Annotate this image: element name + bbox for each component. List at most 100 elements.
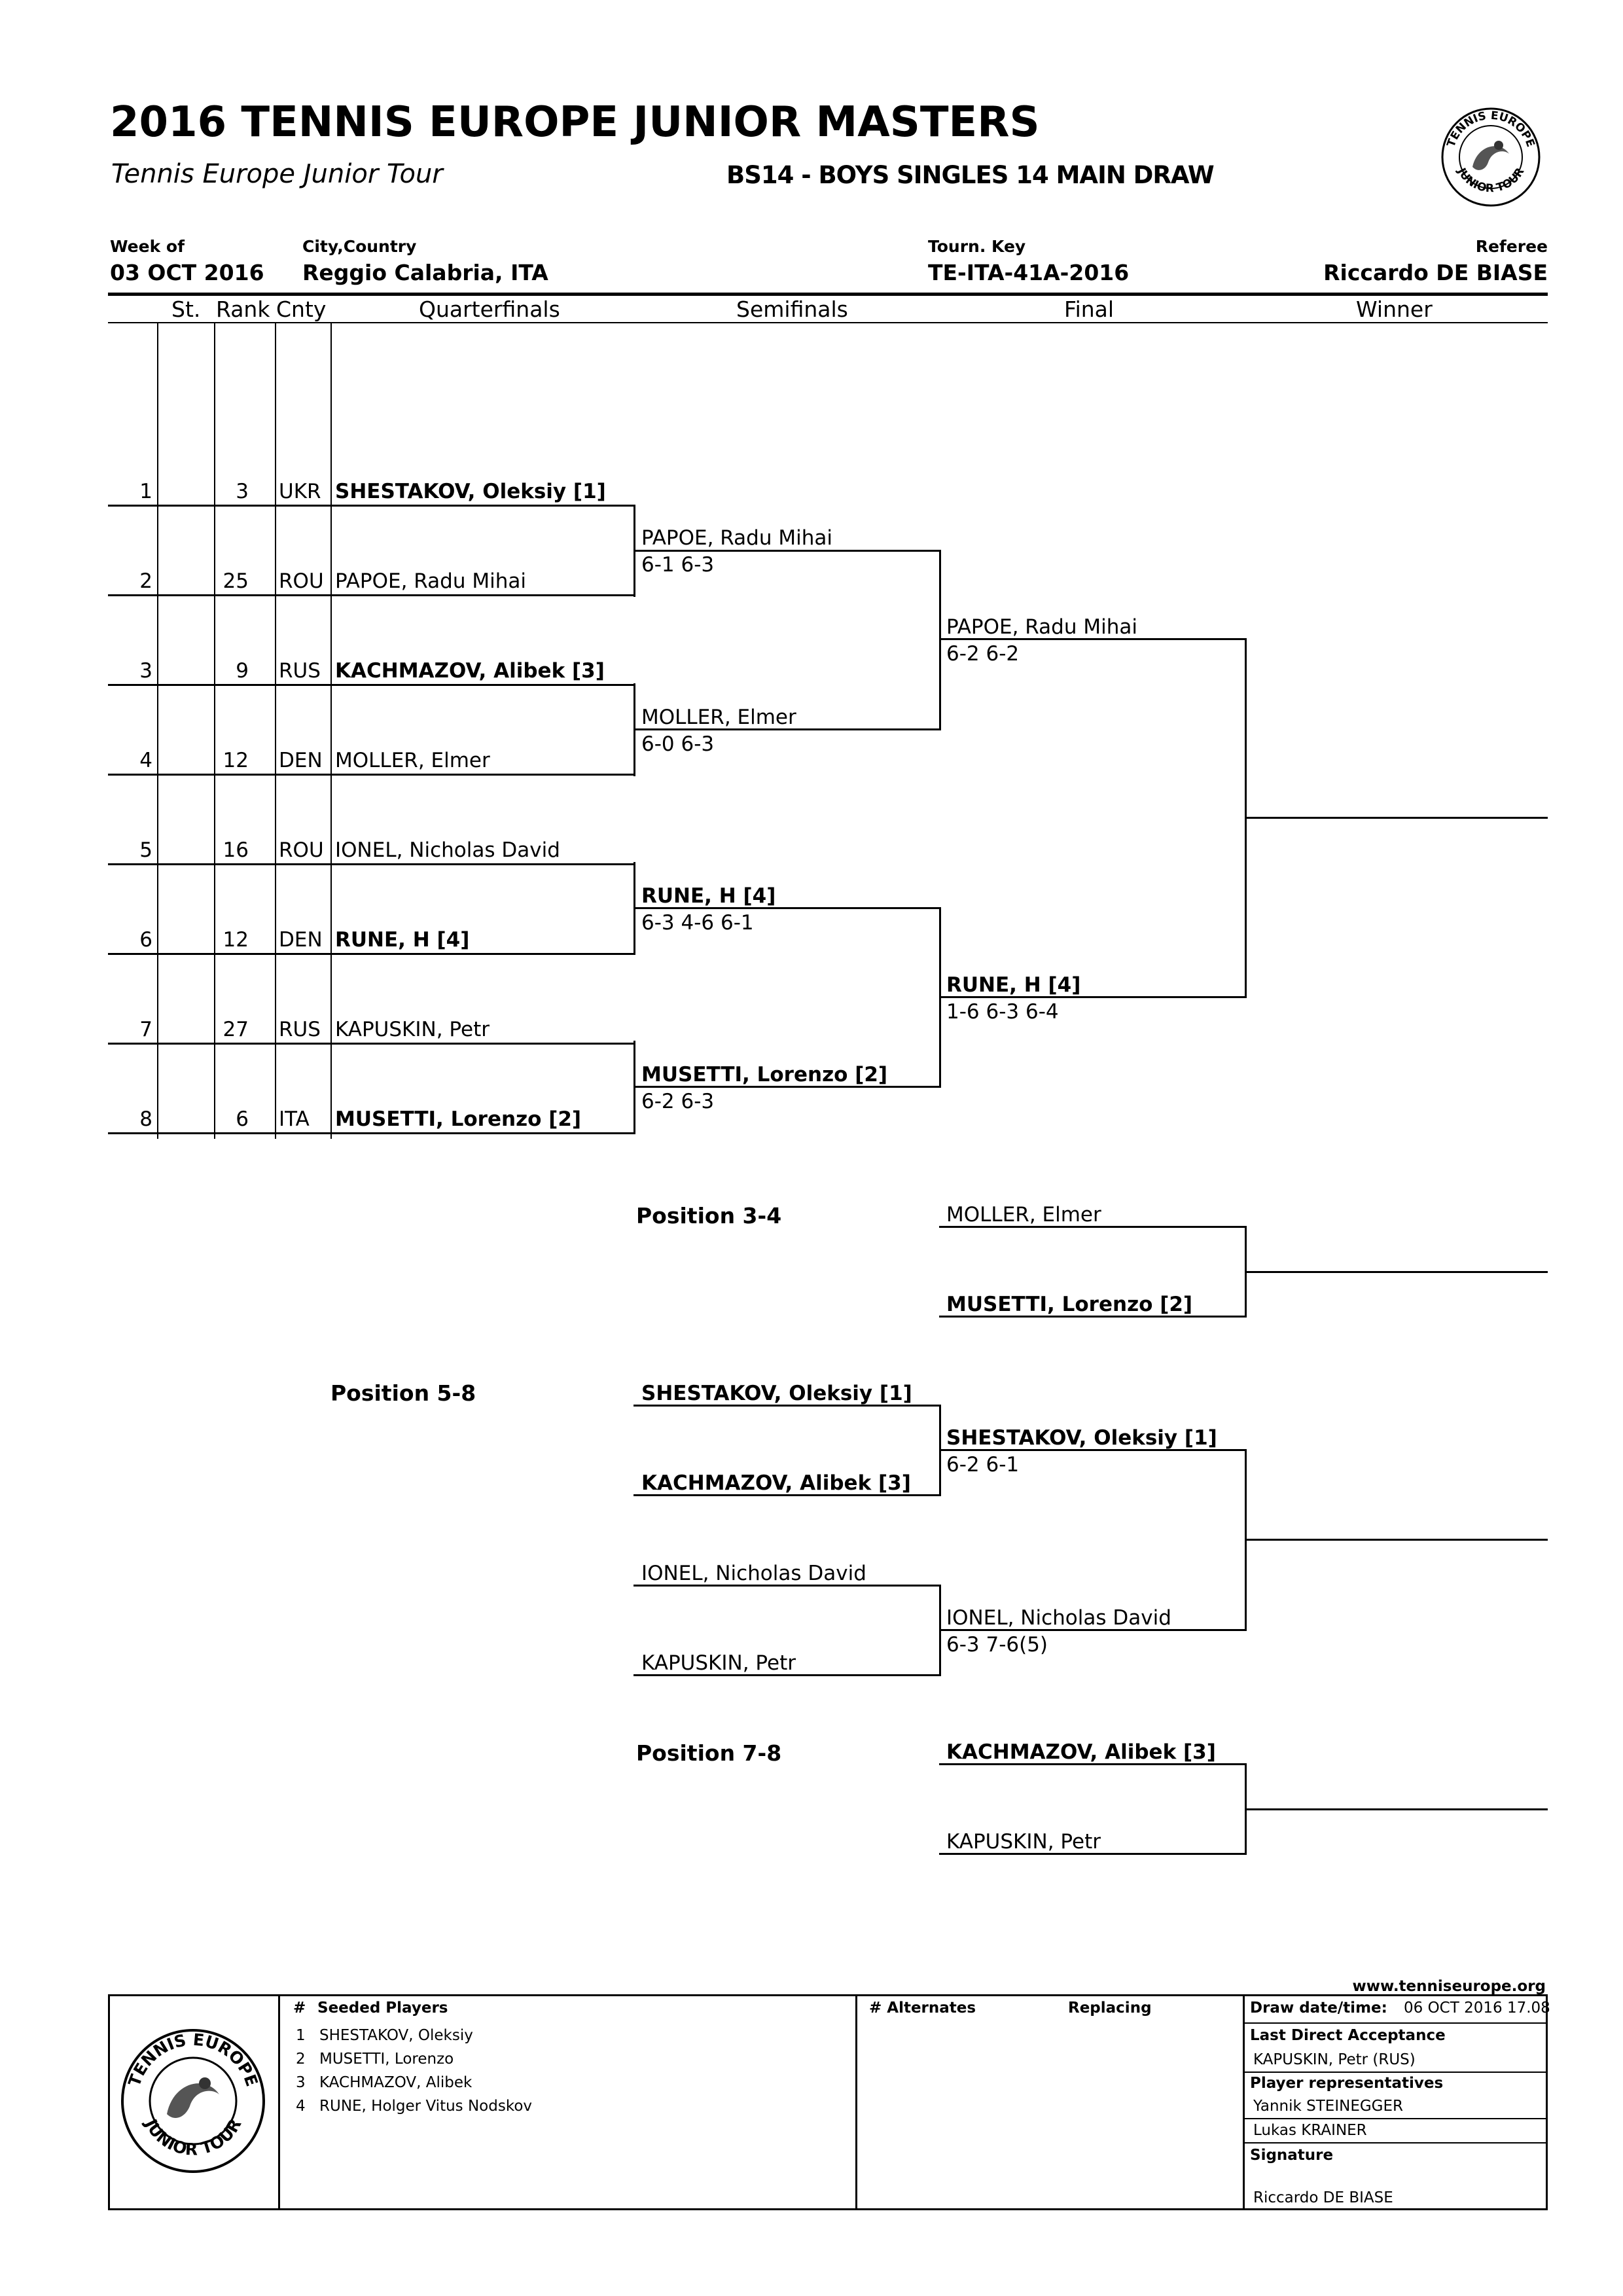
sf-score-1: 6-1 6-3: [641, 553, 715, 577]
entry-line: [108, 953, 635, 955]
footer-line: [1243, 2118, 1548, 2119]
entry-player-name: MOLLER, Elmer: [335, 749, 490, 772]
col-rank: Rank: [216, 296, 270, 322]
bracket-line: [633, 1086, 941, 1088]
grid-line: [330, 323, 332, 1139]
seeded-hash: #: [293, 2000, 306, 2017]
entry-number: 3: [139, 659, 152, 683]
entry-player-name: IONEL, Nicholas David: [335, 838, 560, 862]
col-quarterfinals: Quarterfinals: [419, 296, 560, 322]
draw-date-label: Draw date/time:: [1250, 2000, 1387, 2017]
sf-player-2: MOLLER, Elmer: [641, 706, 796, 729]
seed-name: MUSETTI, Lorenzo: [319, 2051, 454, 2068]
svg-text:TENNIS EUROPE: TENNIS EUROPE: [124, 2030, 261, 2089]
event-name: BS14 - BOYS SINGLES 14 MAIN DRAW: [726, 161, 1215, 189]
final-player-2: RUNE, H [4]: [946, 973, 1081, 997]
tennis-europe-logo-footer: TENNIS EUROPE JUNIOR TOUR: [118, 2013, 268, 2189]
column-header-line: [108, 322, 1548, 323]
bracket-line: [939, 1853, 1247, 1855]
entry-line: [108, 505, 635, 507]
col-st: St.: [171, 296, 201, 322]
grid-line: [157, 323, 158, 1139]
entry-country: ROU: [279, 569, 324, 593]
position-3-4-label: Position 3-4: [636, 1203, 782, 1229]
entry-country: DEN: [279, 749, 323, 772]
pos58-player-3: IONEL, Nicholas David: [641, 1562, 866, 1585]
entry-rank: 12: [223, 749, 249, 772]
referee-value: Riccardo DE BIASE: [1323, 260, 1548, 285]
final-player-1: PAPOE, Radu Mihai: [946, 615, 1137, 639]
svg-text:JUNIOR TOUR: JUNIOR TOUR: [141, 2115, 245, 2159]
week-label: Week of: [110, 237, 185, 256]
bracket-line: [633, 1585, 941, 1587]
referee-label: Referee: [1475, 237, 1548, 256]
footer-line: [1243, 2022, 1548, 2024]
sf-player-4: MUSETTI, Lorenzo [2]: [641, 1063, 888, 1086]
entry-line: [108, 1132, 635, 1134]
svg-text:JUNIOR TOUR: JUNIOR TOUR: [1454, 166, 1527, 196]
entry-player-name: RUNE, H [4]: [335, 928, 470, 952]
footer-divider: [278, 1994, 280, 2210]
entry-number: 5: [139, 838, 152, 862]
seed-number: 1: [296, 2027, 306, 2044]
entry-player-name: PAPOE, Radu Mihai: [335, 569, 526, 593]
pos58-winner-2-score: 6-3 7-6(5): [946, 1633, 1048, 1657]
bracket-line: [939, 1449, 1247, 1451]
pos58-player-4: KAPUSKIN, Petr: [641, 1651, 796, 1675]
bracket-line: [939, 550, 941, 730]
tourn-key-label: Tourn. Key: [928, 237, 1026, 256]
reps-label: Player representatives: [1250, 2075, 1444, 2092]
entry-number: 7: [139, 1018, 152, 1041]
pos58-winner-1-score: 6-2 6-1: [946, 1453, 1020, 1477]
entry-country: UKR: [279, 480, 321, 503]
bracket-line: [1245, 1271, 1548, 1273]
sf-player-1: PAPOE, Radu Mihai: [641, 526, 832, 550]
footer-line: [1243, 2072, 1548, 2073]
entry-rank: 3: [236, 480, 249, 503]
tourn-key-value: TE-ITA-41A-2016: [928, 260, 1130, 285]
bracket-line: [939, 996, 1247, 998]
entry-rank: 6: [236, 1107, 249, 1131]
bracket-line: [633, 1405, 941, 1407]
pos34-player-2: MUSETTI, Lorenzo [2]: [946, 1293, 1193, 1316]
lda-label: Last Direct Acceptance: [1250, 2027, 1446, 2044]
entry-player-name: KAPUSKIN, Petr: [335, 1018, 490, 1041]
sf-score-2: 6-0 6-3: [641, 732, 715, 756]
col-final: Final: [1064, 296, 1115, 322]
final-score-2: 1-6 6-3 6-4: [946, 1000, 1059, 1024]
entry-number: 6: [139, 928, 152, 952]
city-label: City,Country: [302, 237, 417, 256]
tour-name: Tennis Europe Junior Tour: [111, 159, 443, 189]
col-semifinals: Semifinals: [736, 296, 848, 322]
entry-rank: 27: [223, 1018, 249, 1041]
col-winner: Winner: [1356, 296, 1433, 322]
entry-player-name: KACHMAZOV, Alibek [3]: [335, 659, 605, 683]
entry-country: ITA: [279, 1107, 310, 1131]
grid-line: [214, 323, 215, 1139]
bracket-line: [939, 1763, 1247, 1765]
bracket-line: [939, 1629, 1247, 1631]
pos58-player-1: SHESTAKOV, Oleksiy [1]: [641, 1382, 912, 1405]
website: www.tenniseurope.org: [1352, 1978, 1546, 1995]
page-title: 2016 TENNIS EUROPE JUNIOR MASTERS: [110, 98, 1040, 147]
pos58-player-2: KACHMAZOV, Alibek [3]: [641, 1471, 911, 1495]
seed-name: SHESTAKOV, Oleksiy: [319, 2027, 473, 2044]
seed-name: RUNE, Holger Vitus Nodskov: [319, 2098, 532, 2115]
entry-rank: 12: [223, 928, 249, 952]
position-5-8-label: Position 5-8: [330, 1380, 476, 1406]
entry-country: RUS: [279, 1018, 321, 1041]
header-divider: [108, 293, 1548, 296]
seed-number: 4: [296, 2098, 306, 2115]
entry-number: 1: [139, 480, 152, 503]
entry-player-name: MUSETTI, Lorenzo [2]: [335, 1107, 582, 1131]
seed-name: KACHMAZOV, Alibek: [319, 2074, 473, 2091]
entry-number: 8: [139, 1107, 152, 1131]
entry-rank: 16: [223, 838, 249, 862]
pos78-player-2: KAPUSKIN, Petr: [946, 1830, 1101, 1854]
entry-number: 4: [139, 749, 152, 772]
entry-number: 2: [139, 569, 152, 593]
bracket-line: [633, 1494, 941, 1496]
bracket-line: [1245, 1808, 1548, 1810]
tennis-europe-logo: TENNIS EUROPE JUNIOR TOUR: [1438, 105, 1543, 209]
bracket-line: [633, 728, 941, 730]
